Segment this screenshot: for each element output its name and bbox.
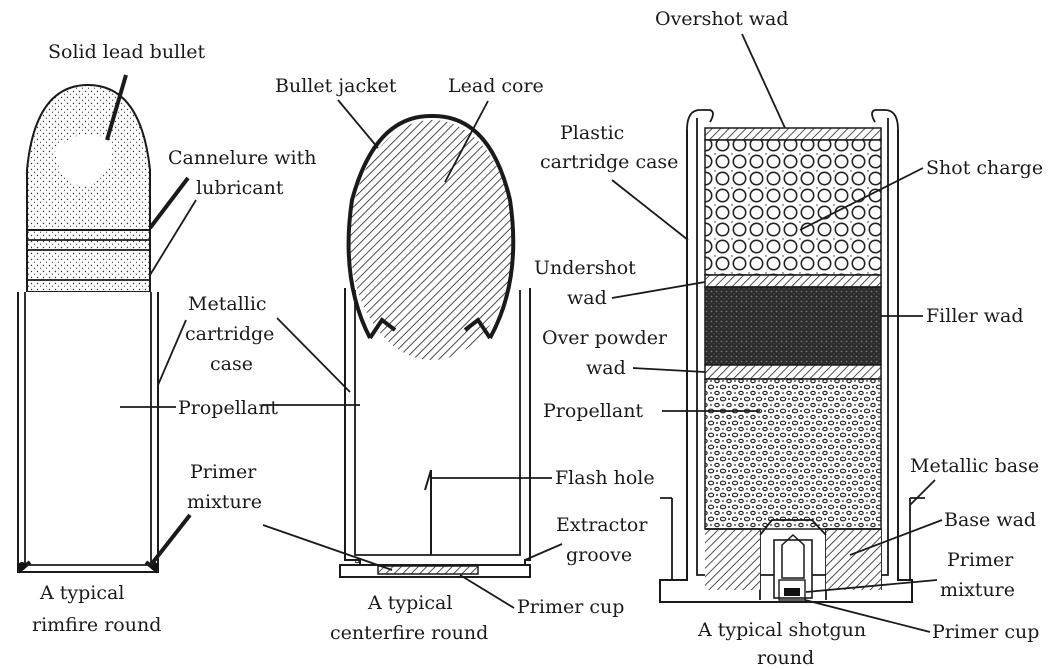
shotgun-undershot-wad (705, 275, 881, 287)
shotgun-primer-mixture (784, 588, 800, 596)
label-plastic-line1: Plastic (560, 122, 624, 144)
label-primer-line1-shotgun: Primer (947, 549, 1014, 571)
label-propellant-rimfire: Propellant (178, 397, 278, 419)
label-primer-cup-centerfire: Primer cup (517, 596, 624, 618)
label-base-wad: Base wad (944, 509, 1036, 531)
shotgun-propellant (705, 379, 881, 529)
label-solid-lead-bullet: Solid lead bullet (48, 41, 205, 63)
label-cannelure-line1: Cannelure with (168, 147, 316, 169)
shotgun-base-wad (705, 530, 760, 590)
label-extractor-line2: groove (566, 544, 632, 566)
label-undershot-line1: Undershot (534, 257, 636, 279)
caption-centerfire-line1: A typical (367, 592, 452, 614)
shotgun-overshot-wad (705, 128, 881, 140)
label-bullet-jacket: Bullet jacket (275, 75, 397, 97)
label-shot-charge: Shot charge (926, 157, 1043, 179)
centerfire-lead-core (350, 120, 514, 360)
rimfire-metallic-case (18, 292, 158, 572)
caption-rimfire-line1: A typical (39, 582, 124, 604)
rimfire-primer-mixture (18, 562, 26, 570)
shotgun-over-powder-wad (705, 365, 881, 379)
label-primer-line1-rimfire: Primer (190, 461, 257, 483)
label-primer-line2-rimfire: mixture (187, 491, 262, 513)
label-metallic-base: Metallic base (910, 455, 1039, 477)
label-overshot-wad: Overshot wad (655, 8, 789, 30)
label-flash-hole: Flash hole (555, 467, 655, 489)
label-metallic-line1: Metallic (188, 293, 267, 315)
label-overpowder-line2: wad (586, 357, 626, 379)
caption-shotgun-line1: A typical shotgun (697, 619, 866, 641)
caption-shotgun-line2: round (757, 647, 814, 669)
label-plastic-line2: cartridge case (540, 151, 678, 173)
rimfire-round: Solid lead bullet Cannelure with lubrica… (18, 41, 316, 636)
label-propellant-shotgun: Propellant (543, 400, 643, 422)
label-metallic-line3: case (210, 353, 253, 375)
shotgun-filler-wad (705, 287, 881, 365)
label-filler-wad: Filler wad (926, 305, 1024, 327)
label-primer-cup-shotgun: Primer cup (932, 621, 1039, 643)
caption-centerfire-line2: centerfire round (330, 622, 488, 644)
shotgun-shot-charge (705, 140, 881, 275)
shotgun-round: Overshot wad Plastic cartridge case Shot… (534, 8, 1043, 669)
label-overpowder-line1: Over powder (542, 327, 668, 349)
caption-rimfire-line2: rimfire round (32, 614, 161, 636)
centerfire-primer-cup (378, 566, 478, 574)
label-cannelure-line2: lubricant (196, 177, 284, 199)
label-metallic-line2: cartridge (185, 323, 274, 345)
label-lead-core: Lead core (448, 75, 544, 97)
label-extractor-line1: Extractor (556, 514, 648, 536)
label-undershot-line2: wad (567, 287, 607, 309)
label-primer-line2-shotgun: mixture (940, 579, 1015, 601)
